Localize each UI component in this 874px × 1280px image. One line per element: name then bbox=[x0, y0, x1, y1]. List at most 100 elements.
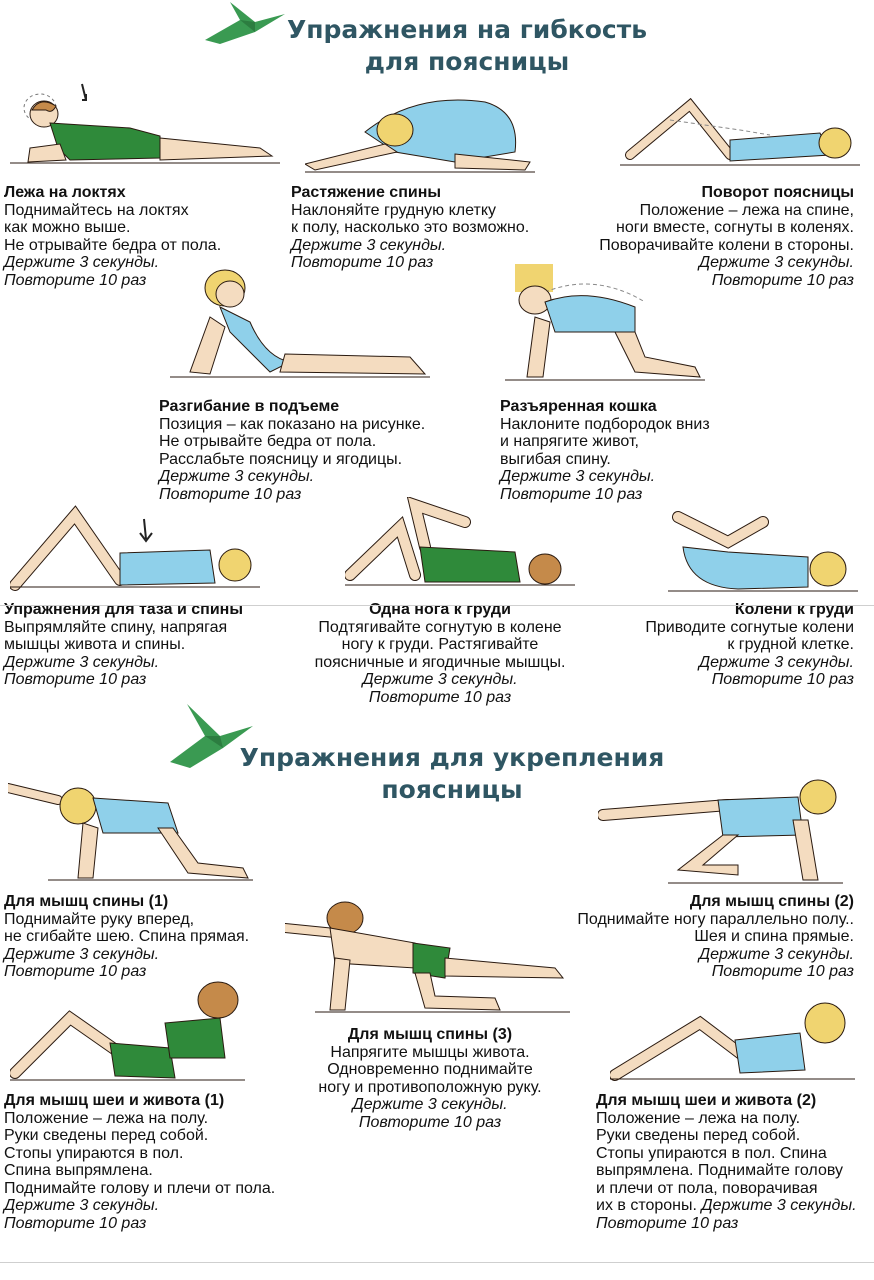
exercise-heading: Для мышц спины (2) bbox=[689, 893, 854, 910]
exercise-heading: Для мышц шеи и живота (1) bbox=[4, 1092, 225, 1109]
exercise-heading: Для мышц шеи и живота (2) bbox=[596, 1092, 817, 1109]
exercise-one-leg-to-chest: Одна нога к груди Подтягивайте согнутую … bbox=[290, 601, 590, 706]
exercise-repeat: Повторите 10 раз bbox=[596, 1214, 739, 1232]
exercise-hold: Держите 3 секунды. bbox=[4, 945, 160, 963]
exercise-text: выгибая спину. bbox=[500, 450, 611, 468]
exercise-text: мышцы живота и спины. bbox=[4, 636, 186, 653]
section-title-line2: для поясницы bbox=[364, 47, 570, 76]
exercise-pelvic-tilt: Упражнения для таза и спины Выпрямляйте … bbox=[4, 601, 243, 689]
exercise-heading: Упражнения для таза и спины bbox=[4, 601, 243, 618]
exercise-text: Подтягивайте согнутую в колене bbox=[318, 618, 562, 636]
exercise-heading: Разгибание в подъеме bbox=[159, 398, 340, 415]
exercise-text-last: их в стороны. Держите 3 секунды. bbox=[596, 1197, 857, 1215]
exercise-heading: Для мышц спины (3) bbox=[347, 1026, 513, 1043]
figure-one-leg-to-chest bbox=[345, 497, 575, 586]
exercise-back-muscles-1: Для мышц спины (1) Поднимайте руку впере… bbox=[4, 893, 249, 981]
exercise-heading: Одна нога к груди bbox=[369, 601, 511, 618]
exercise-text: как можно выше. bbox=[4, 219, 131, 236]
exercise-repeat: Повторите 10 раз bbox=[368, 688, 512, 706]
exercise-repeat: Повторите 10 раз bbox=[4, 671, 147, 688]
exercise-text: Положение – лежа на полу. bbox=[596, 1109, 801, 1127]
exercise-text: Руки сведены перед собой. bbox=[4, 1127, 209, 1144]
bird-logo-icon bbox=[170, 704, 253, 768]
figure-neck-abs-1 bbox=[10, 981, 245, 1081]
exercise-press-up-extension: Разгибание в подъеме Позиция – как показ… bbox=[159, 398, 425, 503]
exercise-text: Наклоните подбородок вниз bbox=[500, 415, 710, 433]
exercise-hold: Держите 3 секунды. bbox=[500, 468, 656, 485]
exercise-text: Положение – лежа на полу. bbox=[4, 1109, 209, 1127]
exercise-text: ногу и противоположную руку. bbox=[318, 1078, 542, 1096]
exercise-text: к грудной клетке. bbox=[727, 636, 854, 653]
exercise-hold: Держите 3 секунды. bbox=[4, 653, 160, 671]
figure-angry-cat bbox=[505, 264, 705, 381]
exercise-repeat: Повторите 10 раз bbox=[291, 254, 434, 271]
section-title-flexibility: Упражнения на гибкость для поясницы bbox=[0, 14, 874, 78]
bird-logo-icon bbox=[205, 2, 285, 44]
exercise-text: Позиция – как показано на рисунке. bbox=[159, 415, 426, 433]
exercise-hold: Держите 3 секунды. bbox=[159, 468, 315, 485]
exercise-text: и напрягите живот, bbox=[500, 433, 639, 450]
section-title-line2: поясницы bbox=[381, 775, 523, 804]
exercise-text: и плечи от пола, поворачивая bbox=[596, 1179, 818, 1197]
exercise-back-stretch: Растяжение спины Наклоняйте грудную клет… bbox=[291, 184, 529, 272]
exercise-repeat: Повторите 10 раз bbox=[4, 963, 147, 980]
exercise-text: Поднимайте голову и плечи от пола. bbox=[4, 1179, 276, 1197]
exercise-lumbar-twist: Поворот поясницы Положение – лежа на спи… bbox=[599, 184, 854, 289]
figure-back-stretch bbox=[305, 99, 535, 173]
exercise-text: Поднимайте руку вперед, bbox=[4, 910, 195, 928]
exercise-heading: Лежа на локтях bbox=[4, 184, 126, 201]
figure-back-muscles-3 bbox=[285, 901, 570, 1013]
figure-knees-to-chest bbox=[668, 511, 858, 592]
exercise-text: Наклоняйте грудную клетку bbox=[291, 201, 497, 219]
exercise-hold: Держите 3 секунды. bbox=[4, 1197, 160, 1214]
exercise-knees-to-chest: Колени к груди Приводите согнутые колени… bbox=[645, 601, 854, 689]
figure-lying-on-elbows bbox=[10, 83, 280, 164]
exercise-text: Не отрывайте бедра от пола. bbox=[4, 236, 222, 254]
exercise-text: Расслабьте поясницу и ягодицы. bbox=[159, 450, 403, 468]
exercise-heading: Для мышц спины (1) bbox=[4, 893, 169, 910]
exercise-heading: Поворот поясницы bbox=[701, 184, 854, 201]
exercise-repeat: Повторите 10 раз bbox=[4, 271, 147, 289]
exercise-text: Одновременно поднимайте bbox=[327, 1061, 533, 1078]
exercise-repeat: Повторите 10 раз bbox=[711, 963, 854, 980]
exercise-text: к полу, насколько это возможно. bbox=[291, 219, 530, 236]
figure-back-muscles-2 bbox=[598, 779, 843, 884]
exercise-text: Стопы упираются в пол. Спина bbox=[596, 1144, 827, 1162]
figure-neck-abs-2 bbox=[610, 1002, 855, 1081]
figure-lumbar-twist bbox=[620, 97, 860, 166]
exercise-hold: Держите 3 секунды. bbox=[362, 671, 518, 688]
exercise-back-muscles-3: Для мышц спины (3) Напрягите мышцы живот… bbox=[280, 1026, 580, 1131]
figure-back-muscles-1 bbox=[8, 783, 253, 881]
exercise-heading: Растяжение спины bbox=[291, 184, 442, 201]
exercise-text: ноги вместе, согнуты в коленях. bbox=[616, 219, 854, 236]
fold-line bbox=[0, 605, 874, 606]
exercise-repeat: Повторите 10 раз bbox=[159, 485, 302, 503]
exercise-text: Спина выпрямлена. bbox=[4, 1162, 153, 1179]
exercise-text: Выпрямляйте спину, напрягая bbox=[4, 618, 228, 636]
exercise-repeat: Повторите 10 раз bbox=[500, 485, 643, 503]
figure-press-up-extension bbox=[170, 269, 430, 378]
exercise-text: Приводите согнутые колени bbox=[645, 618, 854, 636]
exercise-text: Стопы упираются в пол. bbox=[4, 1144, 184, 1162]
exercise-hold: Держите 3 секунды. bbox=[291, 236, 447, 254]
figure-pelvic-tilt bbox=[10, 505, 260, 591]
exercise-hold: Держите 3 секунды. bbox=[698, 945, 854, 963]
section-title-line1: Упражнения для укрепления bbox=[239, 743, 665, 772]
exercise-heading: Разъяренная кошка bbox=[500, 398, 657, 415]
exercise-text: не сгибайте шею. Спина прямая. bbox=[4, 928, 250, 945]
exercise-text: Поворачивайте колени в стороны. bbox=[599, 236, 854, 254]
exercise-repeat: Повторите 10 раз bbox=[711, 271, 854, 289]
exercise-text: Поднимайтесь на локтях bbox=[4, 201, 189, 219]
exercise-text: их в стороны. bbox=[596, 1197, 697, 1214]
exercise-repeat: Повторите 10 раз bbox=[358, 1113, 502, 1131]
exercise-text: Не отрывайте бедра от пола. bbox=[159, 433, 377, 450]
exercise-hold: Держите 3 секунды. bbox=[701, 1197, 857, 1214]
exercise-text: Шея и спина прямые. bbox=[694, 928, 854, 945]
exercise-hold: Держите 3 секунды. bbox=[698, 254, 854, 271]
exercise-back-muscles-2: Для мышц спины (2) Поднимайте ногу парал… bbox=[577, 893, 854, 981]
exercise-heading: Колени к груди bbox=[734, 601, 854, 618]
section-title-line1: Упражнения на гибкость bbox=[286, 15, 648, 44]
exercise-lying-on-elbows: Лежа на локтях Поднимайтесь на локтях ка… bbox=[4, 184, 221, 289]
exercise-neck-abs-2: Для мышц шеи и живота (2) Положение – ле… bbox=[596, 1092, 857, 1232]
exercise-text: выпрямлена. Поднимайте голову bbox=[596, 1162, 843, 1179]
